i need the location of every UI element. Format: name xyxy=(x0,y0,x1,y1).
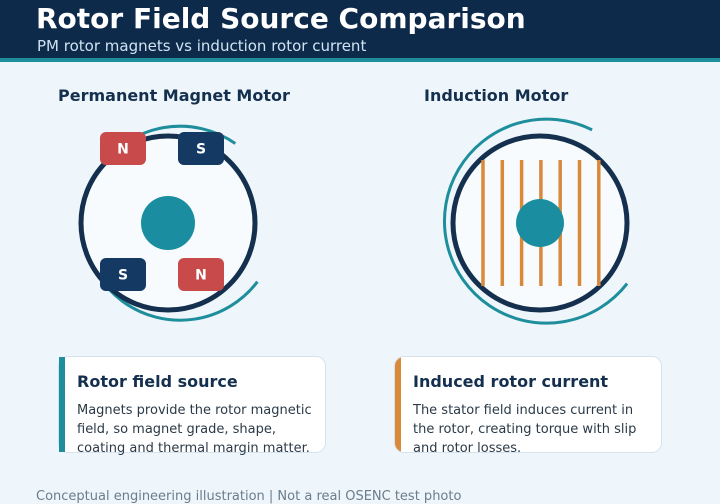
pm-info-card: Rotor field source Magnets provide the r… xyxy=(58,356,326,456)
pm-rotor-shaft xyxy=(141,196,195,250)
page-title: Rotor Field Source Comparison xyxy=(36,2,526,35)
pm-card-accent-bar xyxy=(59,357,65,452)
pm-card-title: Rotor field source xyxy=(77,372,238,391)
im-card-accent-bar xyxy=(395,357,401,452)
magnet-south-3: S xyxy=(100,258,146,291)
magnet-north-1: N xyxy=(100,132,146,165)
page-subtitle: PM rotor magnets vs induction rotor curr… xyxy=(37,37,367,55)
im-panel-title: Induction Motor xyxy=(424,86,569,105)
header-accent-rule xyxy=(0,58,720,62)
magnet-label: S xyxy=(118,268,128,284)
pm-panel-title: Permanent Magnet Motor xyxy=(58,86,290,105)
pm-card-body: Magnets provide the rotor magnetic field… xyxy=(77,403,312,456)
magnet-south-2: S xyxy=(178,132,224,165)
pm-motor-diagram: N S S N xyxy=(78,124,259,322)
magnet-label: N xyxy=(117,142,129,158)
im-card-body: The stator field induces current in the … xyxy=(413,403,637,453)
im-rotation-arc xyxy=(442,117,629,325)
im-motor-diagram xyxy=(442,117,630,325)
header-bar xyxy=(0,0,720,58)
magnet-label: N xyxy=(195,268,207,284)
im-rotor-core xyxy=(516,199,564,247)
im-card-title: Induced rotor current xyxy=(413,372,609,391)
magnet-label: S xyxy=(196,142,206,158)
footer-note: Conceptual engineering illustration | No… xyxy=(36,489,462,504)
im-info-card: Induced rotor current The stator field i… xyxy=(394,356,662,453)
magnet-north-4: N xyxy=(178,258,224,291)
